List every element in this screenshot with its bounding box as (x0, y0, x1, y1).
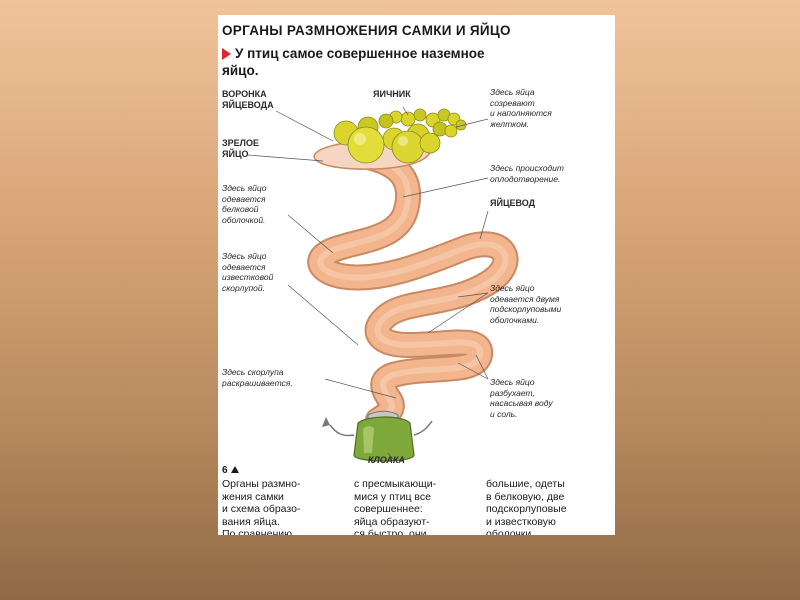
reproductive-diagram (218, 15, 615, 535)
caption-column-3: большие, одеты в белковую, две подскорлу… (486, 478, 567, 535)
note-membranes: Здесь яйцо одевается двумя подскорлуповы… (490, 283, 561, 325)
oviduct-tube (320, 157, 505, 420)
cloaca-egg (322, 411, 432, 461)
label-ovary: ЯИЧНИК (373, 89, 411, 100)
caption-column-1: Органы размно- жения самки и схема образ… (222, 478, 300, 535)
label-mature-egg: ЗРЕЛОЕ ЯЙЦО (222, 138, 259, 160)
note-swelling: Здесь яйцо разбухает, насасывая воду и с… (490, 377, 553, 419)
label-cloaca: КЛОАКА (368, 455, 405, 466)
triangle-marker-icon (231, 466, 239, 473)
note-albumen: Здесь яйцо одевается белковой оболочкой. (222, 183, 266, 225)
ovary-cluster (334, 109, 466, 163)
figure-number-text: 6 (222, 465, 228, 476)
note-coloring: Здесь скорлупа раскрашивается. (222, 367, 293, 388)
label-infundibulum: ВОРОНКА ЯЙЦЕВОДА (222, 89, 274, 111)
note-yolk: Здесь яйца созревают и наполняются желтк… (490, 87, 552, 129)
note-shell: Здесь яйцо одевается известковой скорлуп… (222, 251, 273, 293)
caption-column-2: с пресмыкающи- мися у птиц все совершенн… (354, 478, 436, 535)
slide-image: ОРГАНЫ РАЗМНОЖЕНИЯ САМКИ И ЯЙЦО У птиц с… (218, 15, 615, 535)
note-fertilization: Здесь происходит оплодотворение. (490, 163, 564, 184)
figure-number: 6 (222, 465, 239, 476)
label-oviduct: ЯЙЦЕВОД (490, 198, 535, 209)
